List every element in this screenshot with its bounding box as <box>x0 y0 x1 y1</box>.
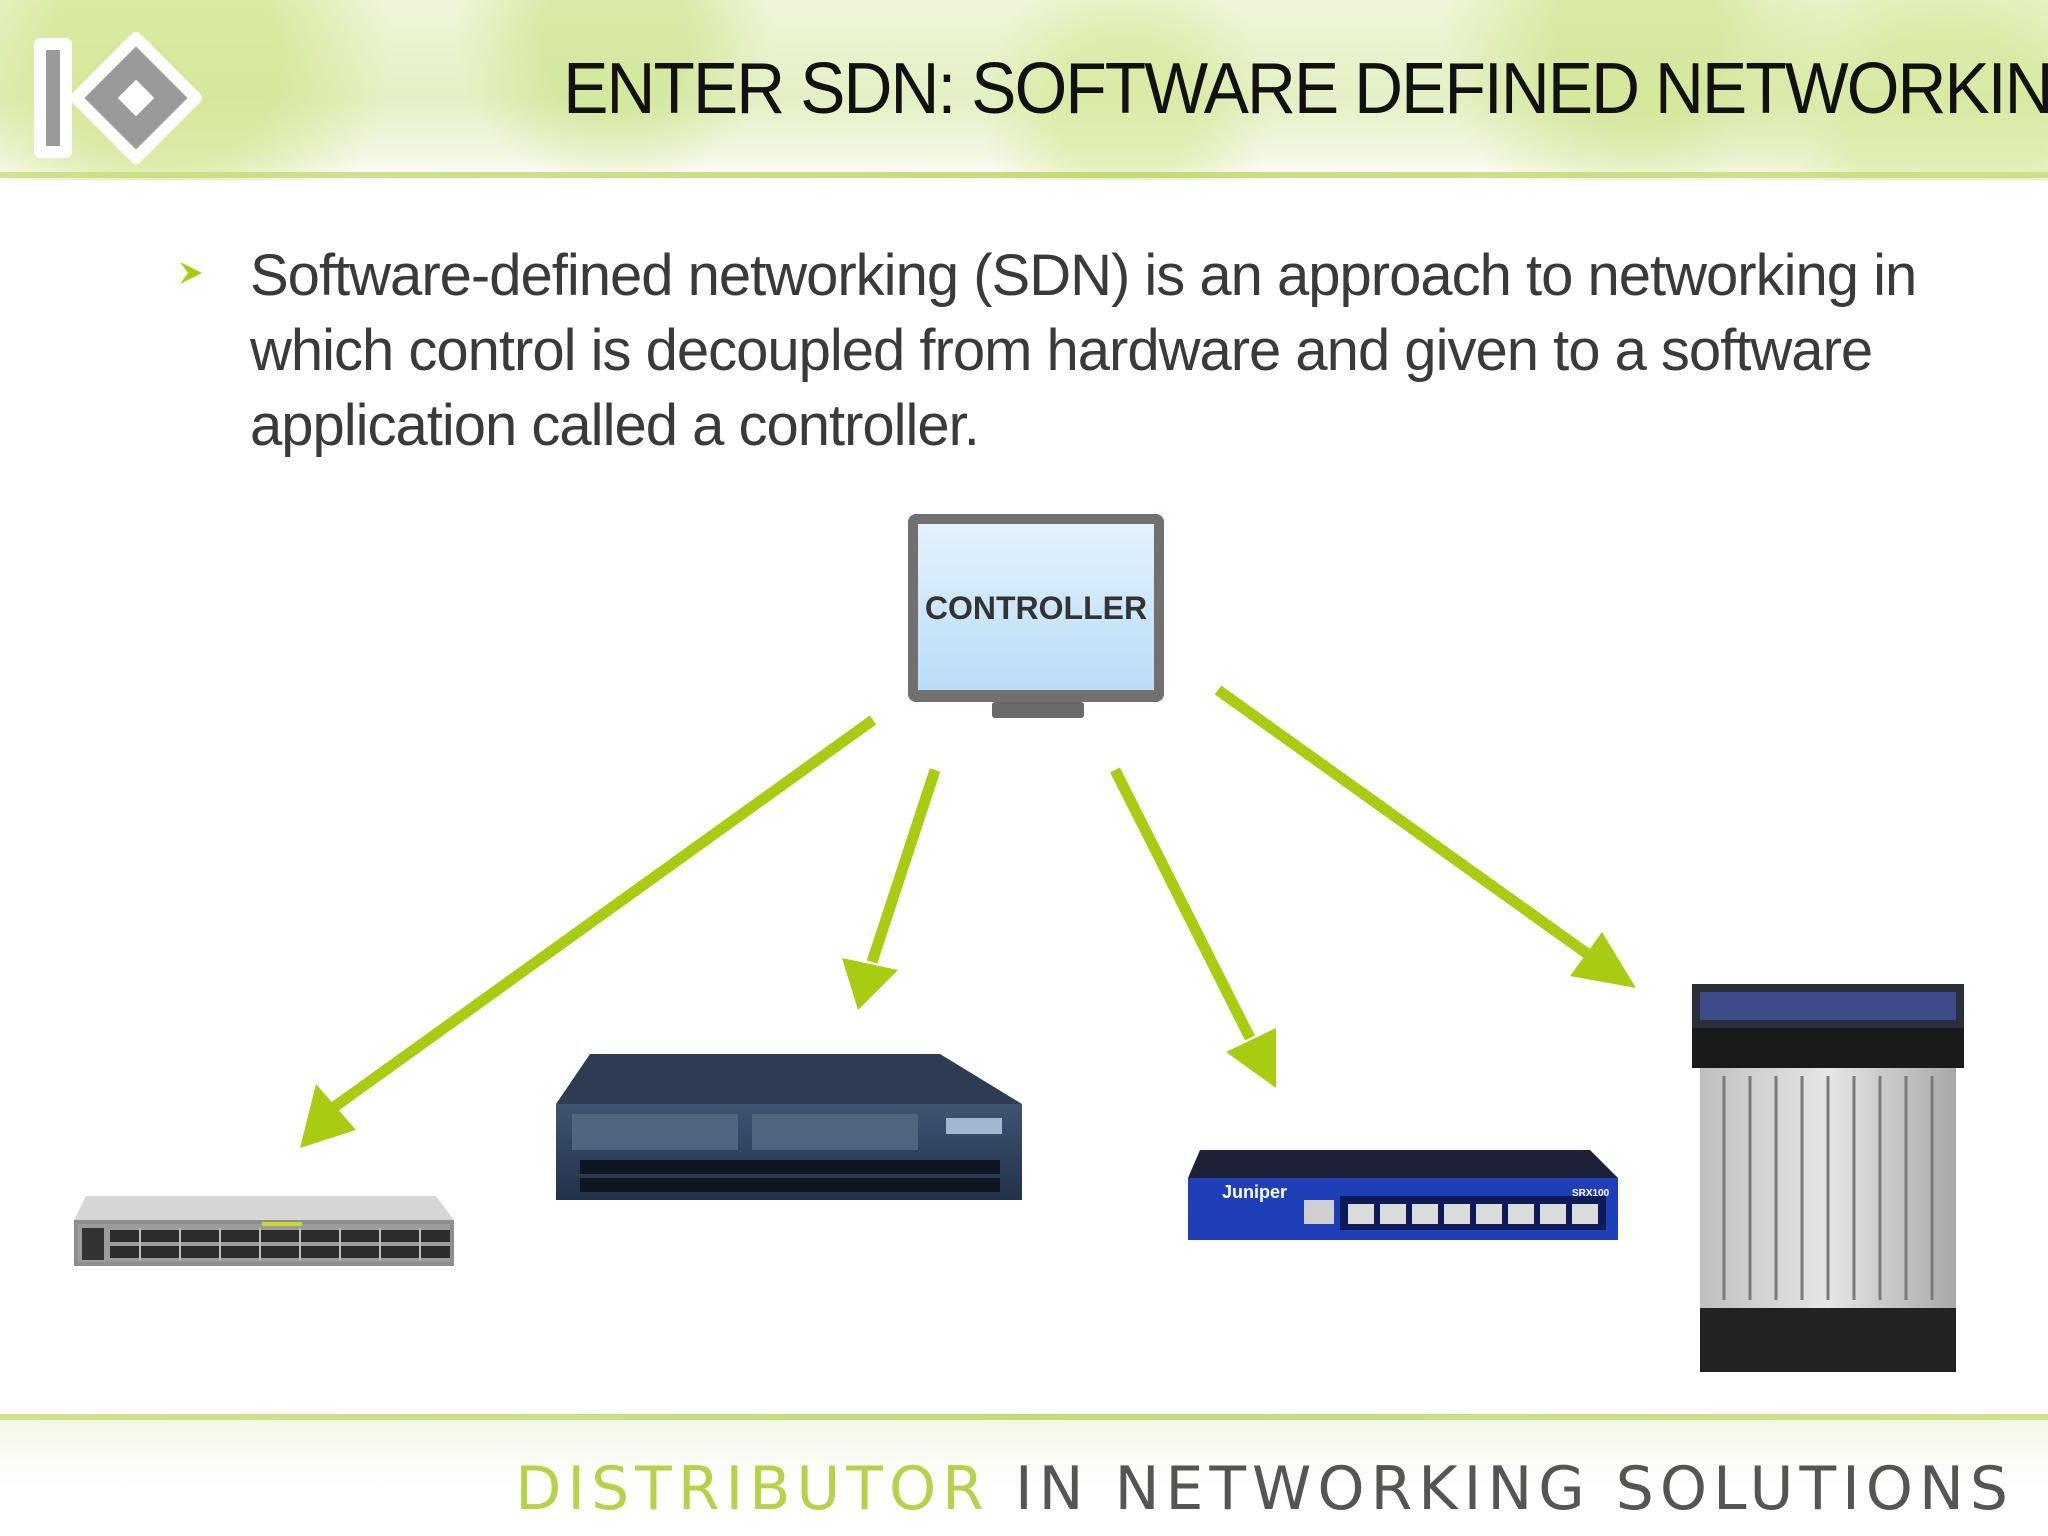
footer-rest-text: IN NETWORKING SOLUTIONS <box>1014 1454 2014 1524</box>
slide-title: ENTER SDN: SOFTWARE DEFINED NETWORKING <box>563 49 2048 129</box>
srx100-model-label: SRX100 <box>1572 1188 1610 1199</box>
company-logo <box>34 32 202 164</box>
header-divider <box>0 172 2048 178</box>
sdn-diagram: Juniper SRX100 <box>74 514 1964 1372</box>
switch-48-port-icon <box>74 1196 454 1266</box>
arrow-to-fiber-router <box>842 768 941 1010</box>
arrow-to-chassis-router <box>1214 685 1636 988</box>
footer-divider <box>0 1414 2048 1420</box>
arrow-to-switch <box>300 715 877 1148</box>
juniper-brand-label: Juniper <box>1222 1182 1287 1202</box>
footer-accent-word: DISTRIBUTOR <box>515 1454 990 1524</box>
arrow-to-srx100 <box>1110 767 1276 1088</box>
bullet-diamond-icon <box>180 262 202 284</box>
bullet-text: Software-defined networking (SDN) is an … <box>250 243 1917 458</box>
juniper-srx100-icon: Juniper SRX100 <box>1188 1150 1618 1240</box>
chassis-router-icon <box>1692 984 1964 1372</box>
header-band <box>0 0 2048 180</box>
controller-monitor-icon <box>908 514 1164 718</box>
footer-band <box>0 1420 2048 1536</box>
fiber-router-icon <box>556 1054 1022 1200</box>
footer-tagline: DISTRIBUTOR IN NETWORKING SOLUTIONS <box>515 1454 2014 1524</box>
controller-label: CONTROLLER <box>924 590 1148 626</box>
